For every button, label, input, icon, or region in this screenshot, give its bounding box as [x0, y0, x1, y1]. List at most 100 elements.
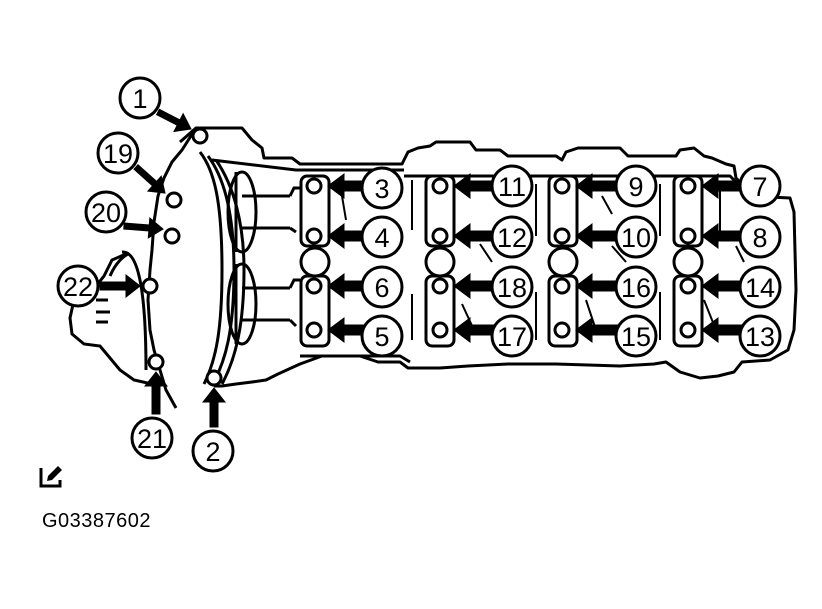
callout-circle-1: [118, 76, 162, 120]
arrow-shaft-14: [715, 280, 743, 292]
arrow-head-13: [701, 317, 719, 343]
callout-number-17: 17: [497, 322, 527, 352]
callout-circle-8: [738, 215, 782, 259]
callout-number-8: 8: [752, 223, 767, 253]
callout-circle-22: [56, 264, 100, 308]
arrow-head-15: [575, 317, 593, 343]
callout-circle-9: [614, 164, 658, 208]
arrow-head-14: [701, 273, 719, 299]
arrow-head-19: [146, 175, 166, 194]
bolt-hole-1: [191, 127, 209, 145]
callout-number-1: 1: [132, 84, 147, 114]
arrow-head-2: [201, 387, 227, 403]
callout-number-2: 2: [205, 437, 220, 467]
bolt-hole-3: [305, 177, 323, 195]
callout-circle-19: [96, 131, 140, 175]
callout-17: 17: [490, 314, 534, 358]
arrow-head-7: [701, 173, 719, 199]
arrow-shaft-20: [123, 222, 150, 232]
callout-11: 11: [490, 164, 534, 208]
callout-12: 12: [490, 215, 534, 259]
bolt-hole-16: [553, 277, 571, 295]
bolt-hole-21: [147, 353, 165, 371]
arrow-head-3: [327, 173, 345, 199]
callout-6: 6: [360, 265, 404, 309]
callout-circle-14: [738, 265, 782, 309]
callout-8: 8: [738, 215, 782, 259]
callout-circle-11: [490, 164, 534, 208]
callout-number-15: 15: [621, 322, 651, 352]
arrow-shaft-1: [155, 108, 181, 126]
arrow-shaft-21: [151, 383, 161, 415]
callout-circle-6: [360, 265, 404, 309]
callout-number-10: 10: [621, 223, 651, 253]
bolt-hole-19: [165, 191, 183, 209]
callout-circle-15: [614, 314, 658, 358]
callout-number-6: 6: [374, 273, 389, 303]
arrow-head-1: [173, 112, 192, 133]
arrow-shaft-13: [715, 324, 743, 336]
bolt-hole-20: [163, 227, 181, 245]
callout-22: 22: [56, 264, 100, 308]
callout-5: 5: [360, 314, 404, 358]
callout-13: 13: [738, 314, 782, 358]
bolt-hole-22: [141, 277, 159, 295]
cam-cap-columns: [299, 174, 704, 348]
arrow-head-21: [143, 371, 169, 387]
arrow-head-9: [575, 173, 593, 199]
callout-number-19: 19: [103, 139, 133, 169]
bolt-hole-4: [305, 227, 323, 245]
callout-1: 1: [118, 76, 162, 120]
bolt-hole-2: [205, 369, 223, 387]
bolt-hole-6: [305, 277, 323, 295]
arrow-shaft-2: [209, 399, 219, 428]
callout-circle-21: [130, 416, 174, 460]
callout-circle-13: [738, 314, 782, 358]
arrow-head-22: [125, 273, 141, 299]
callout-19: 19: [96, 131, 140, 175]
callout-number-4: 4: [374, 223, 389, 253]
bolt-hole-9: [553, 177, 571, 195]
arrow-shaft-9: [589, 180, 619, 192]
arrow-head-5: [327, 317, 345, 343]
callout-number-14: 14: [745, 273, 775, 303]
callout-number-11: 11: [498, 172, 526, 202]
bolt-hole-14: [679, 277, 697, 295]
bolt-hole-7: [679, 177, 697, 195]
arrow-head-17: [453, 317, 471, 343]
callout-18: 18: [490, 265, 534, 309]
callout-9: 9: [614, 164, 658, 208]
callout-number-9: 9: [628, 172, 643, 202]
arrow-head-6: [327, 273, 345, 299]
arrow-shaft-12: [467, 230, 495, 242]
callout-15: 15: [614, 314, 658, 358]
callout-circle-16: [614, 265, 658, 309]
callout-number-20: 20: [91, 198, 121, 228]
arrow-shaft-10: [589, 230, 619, 242]
bolt-hole-10: [553, 227, 571, 245]
callout-number-12: 12: [497, 223, 527, 253]
bolt-hole-15: [553, 321, 571, 339]
arrow-shaft-15: [589, 324, 619, 336]
callout-circle-4: [360, 215, 404, 259]
callout-number-16: 16: [621, 273, 651, 303]
callout-10: 10: [614, 215, 658, 259]
arrow-shaft-8: [715, 230, 743, 242]
arrow-head-11: [453, 173, 471, 199]
bolt-hole-12: [431, 227, 449, 245]
arrow-shaft-7: [715, 180, 743, 192]
callout-number-22: 22: [63, 272, 93, 302]
callout-number-7: 7: [752, 172, 767, 202]
arrow-shaft-17: [467, 324, 495, 336]
callout-circle-3: [360, 166, 404, 210]
callout-2: 2: [191, 429, 235, 473]
bolt-hole-5: [305, 321, 323, 339]
pencil-note-icon: [39, 466, 62, 488]
callout-number-18: 18: [497, 273, 527, 303]
sketch-details: [341, 180, 745, 340]
callout-number-21: 21: [137, 424, 167, 454]
arrow-head-4: [327, 223, 345, 249]
arrow-shaft-16: [589, 280, 619, 292]
callout-20: 20: [84, 190, 128, 234]
arrow-head-8: [701, 223, 719, 249]
